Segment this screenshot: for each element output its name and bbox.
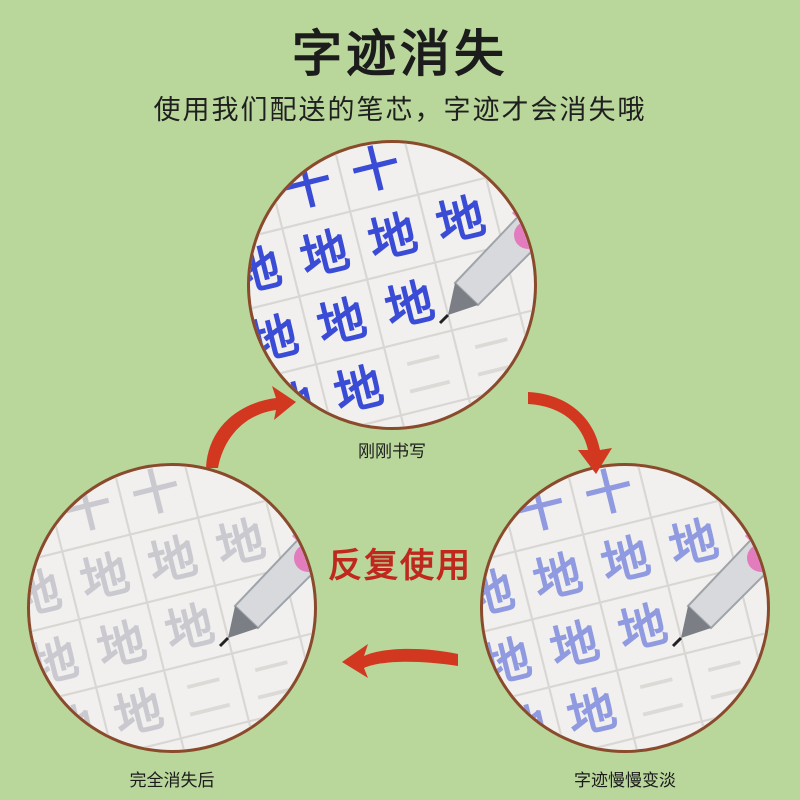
svg-text:二: 二 [178, 665, 236, 729]
curved-arrow-icon [206, 386, 296, 468]
svg-text:地: 地 [30, 562, 67, 628]
practice-sheet-left: 十 十 地 地 地 地 地 地 地 地 地 二 二 二 [30, 466, 314, 753]
svg-text:十: 十 [278, 154, 338, 220]
svg-text:地: 地 [250, 307, 304, 373]
reuse-label: 反复使用 [328, 546, 472, 586]
svg-text:地: 地 [380, 273, 440, 339]
svg-text:二: 二 [699, 648, 757, 712]
svg-text:二: 二 [466, 325, 524, 389]
page-title: 字迹消失 [292, 25, 508, 83]
svg-text:地: 地 [613, 596, 673, 662]
caption-vanished: 完全消失后 [129, 771, 215, 791]
svg-text:地: 地 [41, 698, 101, 753]
step-just-written-photo: 十 十 地 地 地 地 地 地 地 地 地 二 二 二 [247, 140, 537, 430]
svg-text:十: 十 [58, 477, 118, 543]
svg-text:地: 地 [596, 528, 656, 594]
svg-text:地: 地 [75, 545, 135, 611]
svg-text:二: 二 [648, 733, 706, 753]
svg-text:地: 地 [545, 613, 605, 679]
svg-text:地: 地 [431, 188, 491, 254]
page-subtitle: 使用我们配送的笔芯，字迹才会消失哦 [153, 95, 647, 126]
svg-text:地: 地 [664, 511, 724, 577]
svg-text:地: 地 [363, 205, 423, 271]
caption-fading: 字迹慢慢变淡 [574, 771, 676, 791]
svg-text:十: 十 [511, 477, 571, 543]
svg-text:地: 地 [295, 222, 355, 288]
svg-text:二: 二 [631, 665, 689, 729]
svg-text:地: 地 [109, 681, 169, 747]
svg-text:地: 地 [92, 613, 152, 679]
step-vanished-photo: 十 十 地 地 地 地 地 地 地 地 地 二 二 二 [27, 463, 317, 753]
step-fading-photo: 十 十 地 地 地 地 地 地 地 地 地 二 二 二 [480, 463, 770, 753]
svg-text:二: 二 [246, 648, 304, 712]
svg-text:地: 地 [160, 596, 220, 662]
svg-text:地: 地 [211, 511, 271, 577]
svg-text:地: 地 [329, 358, 389, 424]
practice-sheet-right: 十 十 地 地 地 地 地 地 地 地 地 二 二 二 [483, 466, 767, 753]
svg-text:十: 十 [126, 466, 186, 526]
curved-arrow-icon [528, 392, 612, 474]
svg-text:二: 二 [398, 342, 456, 406]
svg-text:地: 地 [528, 545, 588, 611]
caption-just-written: 刚刚书写 [358, 442, 426, 462]
svg-text:地: 地 [30, 630, 84, 696]
svg-text:地: 地 [312, 290, 372, 356]
svg-text:二: 二 [195, 733, 253, 753]
practice-sheet-top: 十 十 地 地 地 地 地 地 地 地 地 二 二 二 [250, 143, 534, 430]
svg-text:地: 地 [562, 681, 622, 747]
svg-text:十: 十 [346, 143, 406, 203]
svg-text:二: 二 [415, 410, 473, 430]
pen-icon [218, 514, 314, 648]
svg-text:地: 地 [250, 239, 287, 305]
svg-text:地: 地 [483, 630, 537, 696]
pen-icon [671, 514, 767, 648]
svg-text:地: 地 [143, 528, 203, 594]
pen-icon [438, 191, 534, 325]
svg-text:地: 地 [494, 698, 554, 753]
curved-arrow-icon [342, 644, 458, 678]
